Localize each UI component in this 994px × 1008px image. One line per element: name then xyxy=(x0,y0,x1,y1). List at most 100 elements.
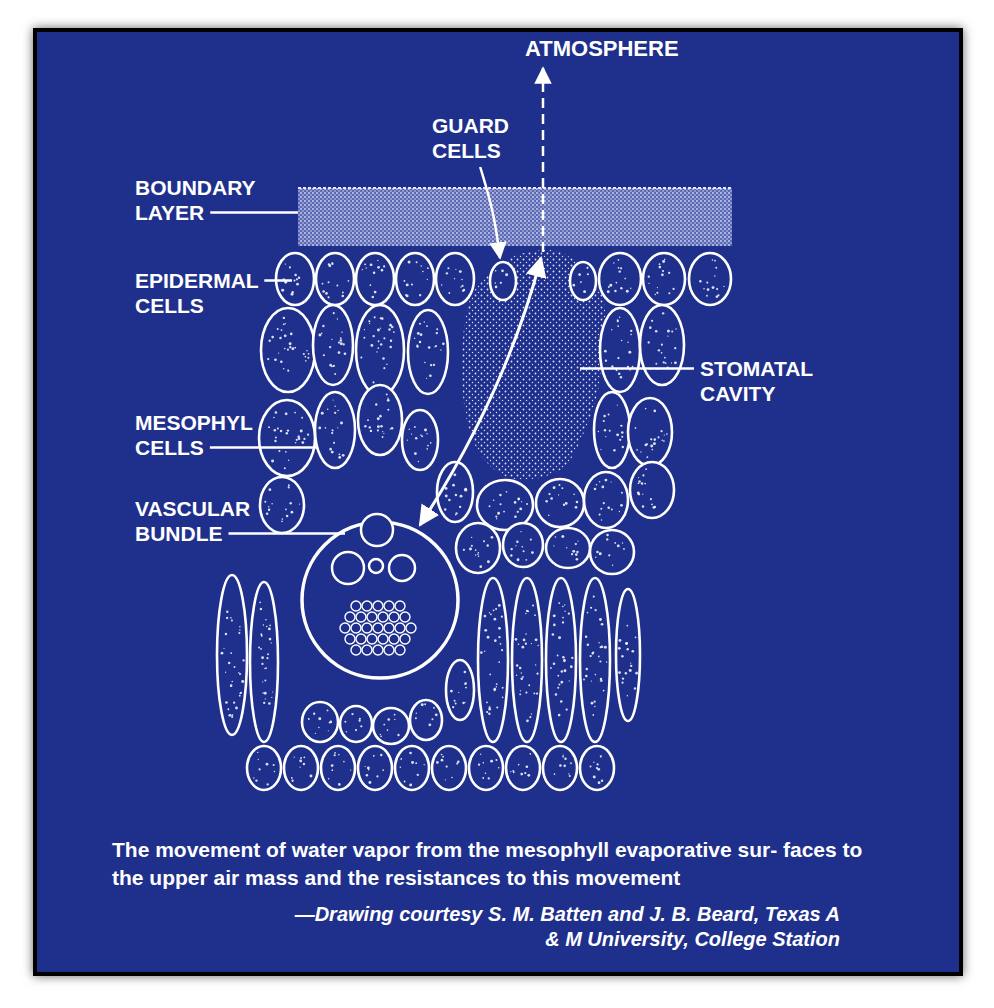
guard-cell xyxy=(490,262,516,300)
phloem-cell xyxy=(345,634,355,644)
cell-speckle xyxy=(668,272,670,274)
cell-speckle xyxy=(364,425,366,427)
cell-speckle xyxy=(586,267,588,269)
cell-speckle xyxy=(529,716,531,718)
cell-speckle xyxy=(497,513,499,515)
cell-speckle xyxy=(599,513,601,515)
cell-speckle xyxy=(656,292,658,294)
phloem-cell xyxy=(389,612,399,622)
cell-speckle xyxy=(294,274,297,277)
cell-speckle xyxy=(482,777,484,779)
cell-speckle xyxy=(621,492,623,494)
cell-speckle xyxy=(651,503,653,505)
cell-speckle xyxy=(465,687,467,689)
cell-speckle xyxy=(528,684,530,686)
cell-speckle xyxy=(619,270,621,272)
cell-speckle xyxy=(596,484,598,486)
cell-speckle xyxy=(332,430,333,431)
cell-speckle xyxy=(260,648,262,650)
cell-speckle xyxy=(672,288,674,290)
cell-speckle xyxy=(617,357,619,359)
cell-speckle xyxy=(258,759,259,760)
cell-speckle xyxy=(667,330,670,333)
cell-speckle xyxy=(388,328,390,330)
cell-speckle xyxy=(495,608,497,610)
phloem-cell xyxy=(351,623,361,633)
cell-speckle xyxy=(291,347,294,350)
cell-speckle xyxy=(496,518,497,519)
cell-speckle xyxy=(462,702,464,704)
cell-speckle xyxy=(424,321,425,322)
phloem-cell xyxy=(351,645,361,655)
cell-speckle xyxy=(626,642,628,644)
leader-line xyxy=(264,279,292,282)
cell-speckle xyxy=(502,687,504,689)
cell-speckle xyxy=(601,780,603,782)
cell-speckle xyxy=(618,647,621,650)
cell-speckle xyxy=(266,657,268,659)
cell-speckle xyxy=(415,762,417,764)
cell-speckle xyxy=(440,349,441,350)
cell-speckle xyxy=(406,295,409,298)
cell-speckle xyxy=(416,261,418,263)
cell-speckle xyxy=(565,708,567,710)
xylem-vessel xyxy=(389,555,415,581)
cell-speckle xyxy=(565,502,568,505)
mesophyll-cell xyxy=(630,462,674,518)
cell-speckle xyxy=(510,554,512,556)
cell-speckle xyxy=(699,280,701,282)
cell-speckle xyxy=(515,638,518,641)
cell-speckle xyxy=(426,433,427,434)
cell-speckle xyxy=(599,481,600,482)
epidermal-cell xyxy=(599,253,641,305)
cell-speckle xyxy=(291,780,293,782)
cell-speckle xyxy=(586,668,588,670)
cell-speckle xyxy=(307,434,309,436)
cell-speckle xyxy=(372,335,374,337)
cell-speckle xyxy=(560,700,563,703)
leader-line xyxy=(210,211,298,214)
cell-speckle xyxy=(653,410,656,413)
cell-speckle xyxy=(338,342,340,344)
cell-speckle xyxy=(498,636,500,638)
cell-speckle xyxy=(554,773,556,775)
cell-speckle xyxy=(346,731,347,732)
cell-speckle xyxy=(338,783,341,786)
cell-speckle xyxy=(426,378,427,379)
cell-speckle xyxy=(303,438,305,440)
cell-speckle xyxy=(594,706,596,708)
cell-speckle xyxy=(231,714,233,716)
cell-speckle xyxy=(712,286,715,289)
cell-speckle xyxy=(601,519,602,520)
cell-speckle xyxy=(281,521,283,523)
cell-speckle xyxy=(296,278,298,280)
cell-speckle xyxy=(642,494,643,495)
cell-speckle xyxy=(325,427,327,429)
cell-speckle xyxy=(490,613,492,615)
cell-speckle xyxy=(462,290,464,292)
cell-speckle xyxy=(495,759,497,761)
cell-speckle xyxy=(315,733,316,734)
cell-speckle xyxy=(370,344,373,347)
cell-speckle xyxy=(268,509,270,511)
cell-speckle xyxy=(525,643,527,645)
cell-speckle xyxy=(427,279,428,280)
cell-speckle xyxy=(525,692,527,694)
cell-speckle xyxy=(390,428,391,429)
cell-speckle xyxy=(360,357,362,359)
cell-speckle xyxy=(272,691,273,692)
cell-speckle xyxy=(267,358,269,360)
palisade-cell xyxy=(546,578,576,742)
cell-speckle xyxy=(380,317,382,319)
cell-speckle xyxy=(659,266,662,269)
cell-speckle xyxy=(400,766,402,768)
cell-speckle xyxy=(630,330,632,332)
mesophyll-cell xyxy=(456,523,500,573)
cell-speckle xyxy=(389,324,392,327)
cell-speckle xyxy=(299,767,300,768)
cell-speckle xyxy=(391,427,394,430)
mesophyll-cell xyxy=(503,523,543,567)
cell-speckle xyxy=(516,664,518,666)
cell-speckle xyxy=(498,604,501,607)
cell-speckle xyxy=(493,609,495,611)
